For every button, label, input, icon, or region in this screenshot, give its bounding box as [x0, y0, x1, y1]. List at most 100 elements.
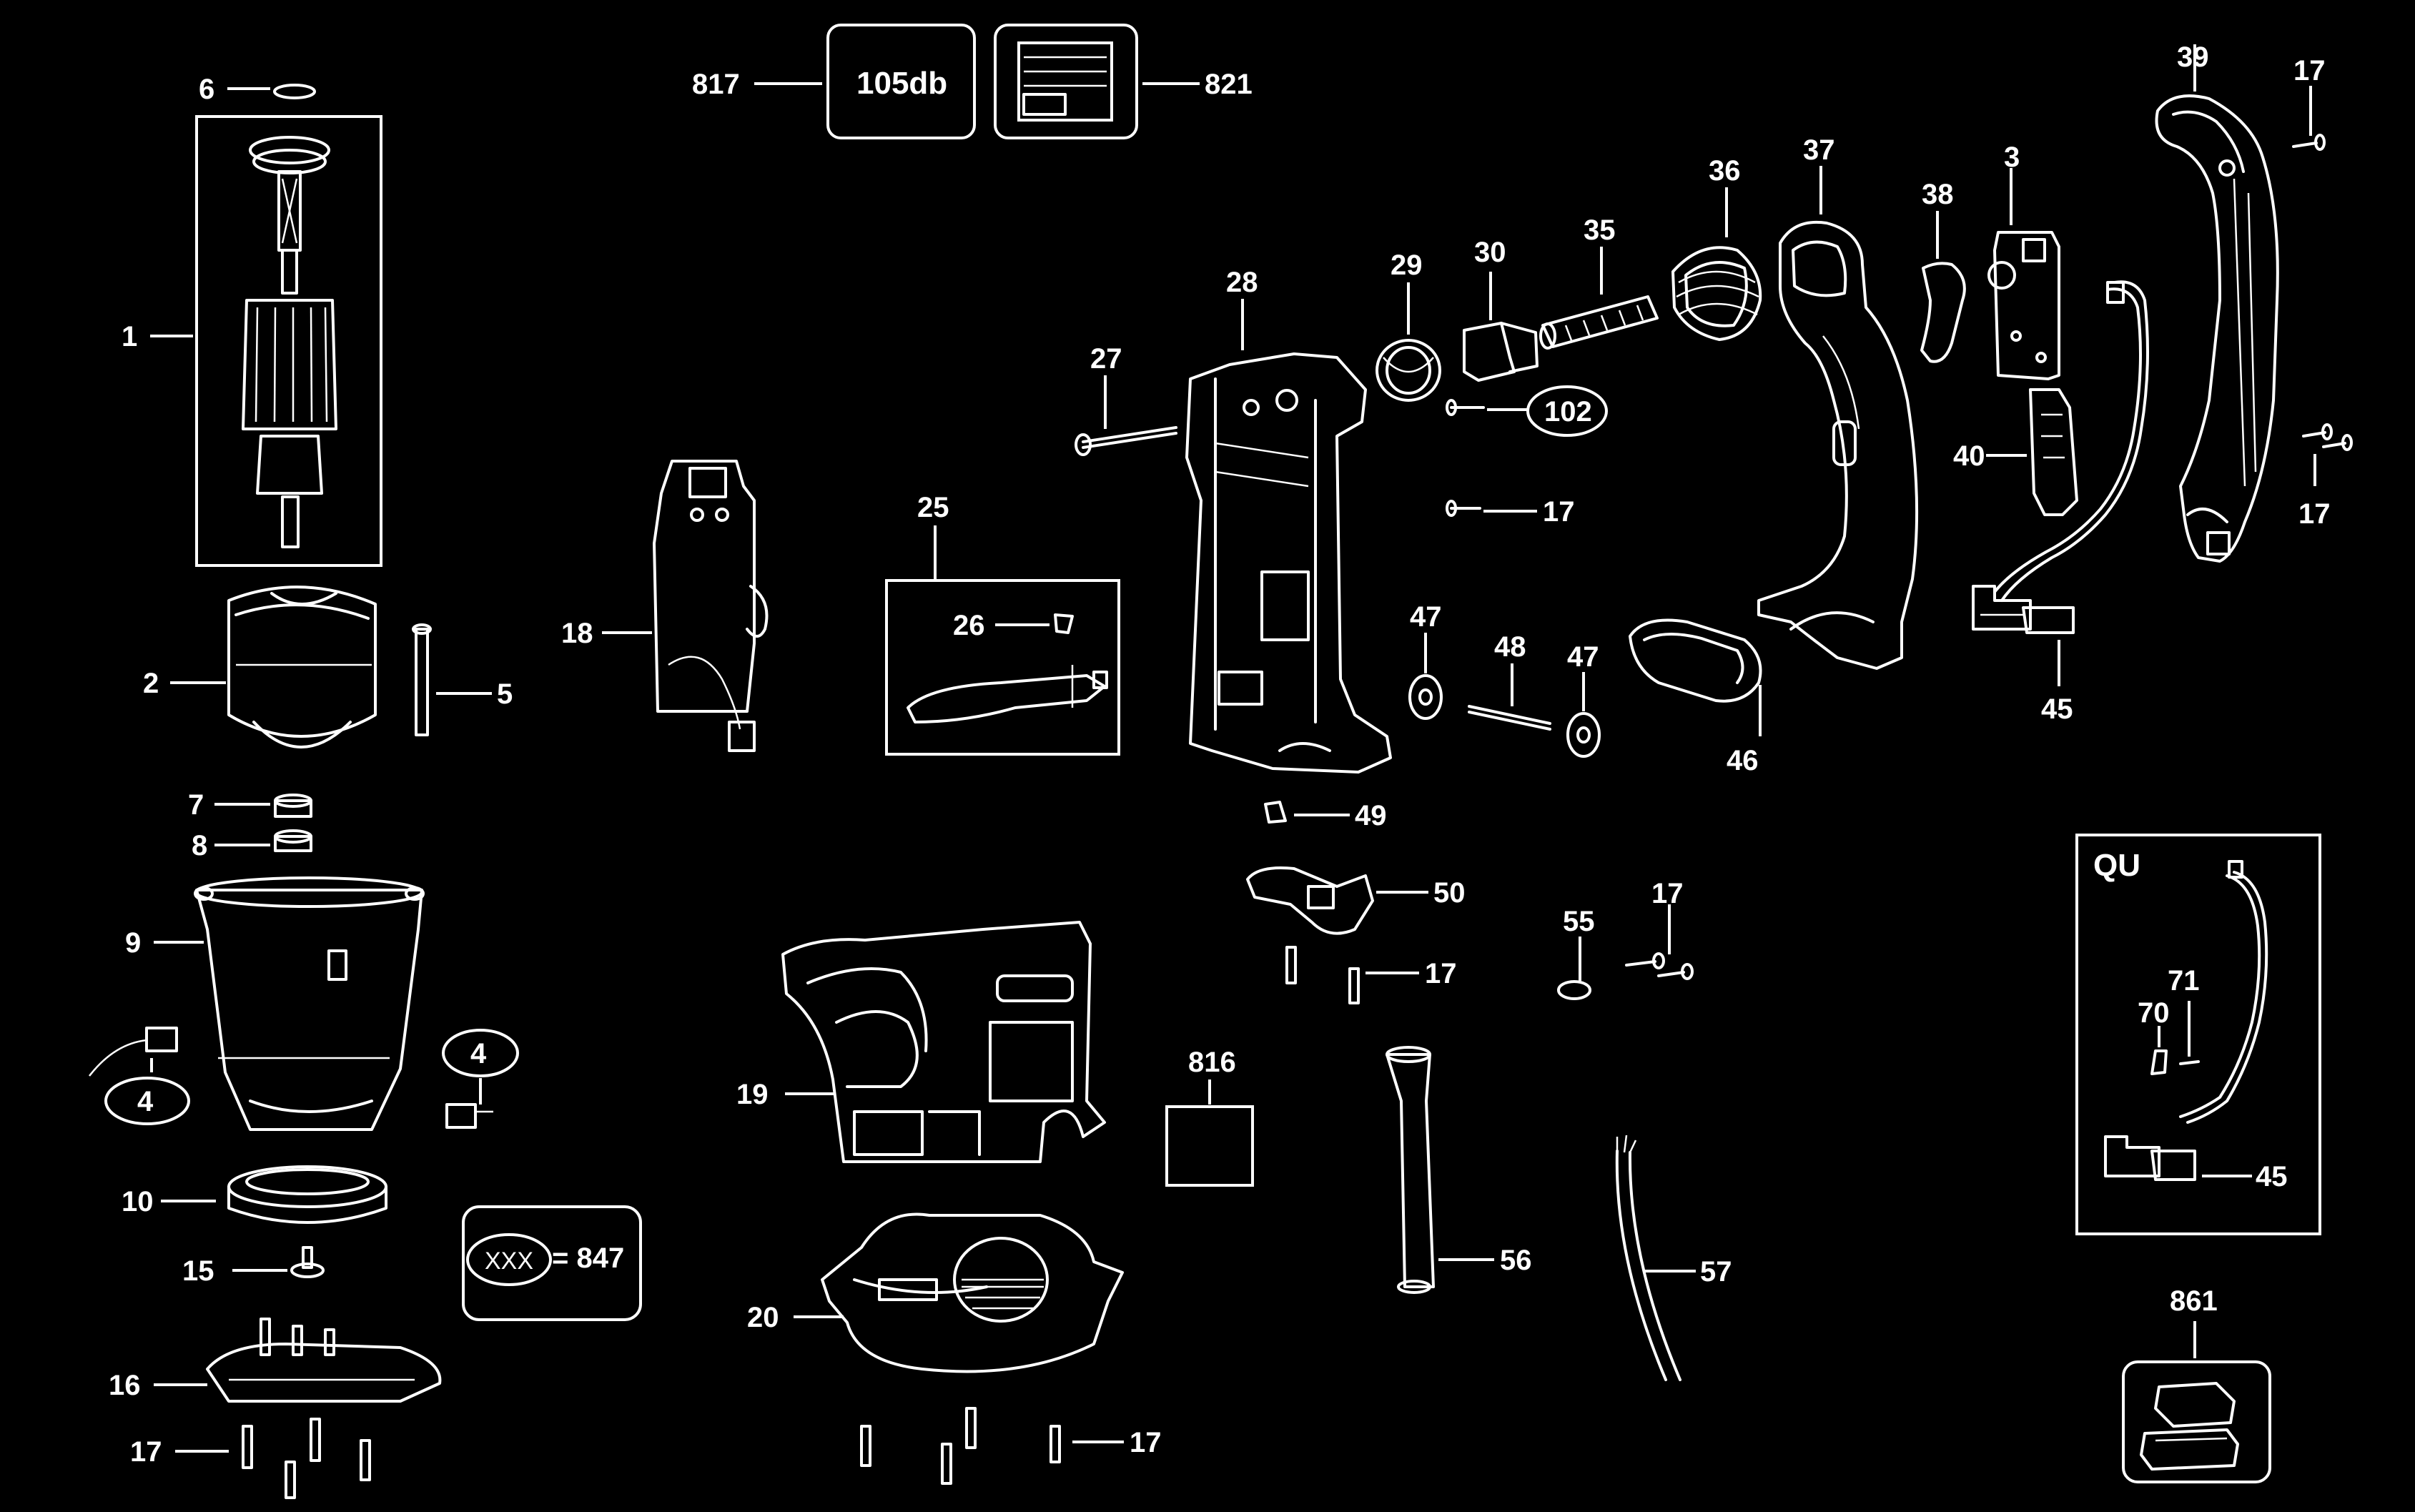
part-7-bearing: 7: [188, 789, 312, 821]
label-25: 25: [917, 492, 949, 523]
part-27-long-screw: 27: [1075, 343, 1177, 456]
part-50-bracket: 50: [1246, 866, 1466, 935]
part-2-field-stator: 2: [143, 585, 377, 748]
label-45a: 45: [2041, 693, 2073, 725]
label-27: 27: [1090, 343, 1122, 375]
label-46: 46: [1727, 745, 1759, 776]
part-4-brush-holder-right: 4: [442, 1029, 519, 1129]
part-48-pin: 48: [1468, 631, 1551, 731]
label-38: 38: [1922, 179, 1954, 210]
part-17-screw-top-right: 17: [2292, 55, 2326, 151]
part-16-baffle-plate: 16: [109, 1318, 442, 1403]
label-17a: 17: [130, 1436, 162, 1468]
label-45b: 45: [2256, 1161, 2288, 1192]
part-17-screws-bottom-left: 17: [130, 1418, 371, 1499]
label-5: 5: [497, 678, 513, 710]
part-57-power-cable: 57: [1615, 1135, 1732, 1381]
label-29: 29: [1391, 249, 1423, 281]
part-6-retaining-ring: 6: [199, 74, 316, 105]
label-39: 39: [2177, 41, 2209, 73]
part-17-screws-right-middle: 17: [1625, 878, 1694, 980]
part-15-screw: 15: [182, 1246, 325, 1287]
label-821: 821: [1205, 69, 1253, 100]
label-18: 18: [561, 618, 593, 649]
label-2: 2: [143, 668, 159, 699]
legend-equals: = 847: [552, 1242, 624, 1274]
part-20-lower-housing: 20: [747, 1212, 1124, 1373]
part-102-screw: 102: [1446, 385, 1608, 437]
label-4b: 4: [470, 1038, 487, 1069]
inset-qu-variant: QU 70 71 45: [2075, 834, 2321, 1235]
label-816: 816: [1188, 1047, 1236, 1078]
label-47b: 47: [1567, 641, 1599, 673]
label-28: 28: [1226, 267, 1258, 298]
part-46-grip-insert: 46: [1629, 618, 1762, 776]
label-36: 36: [1709, 155, 1741, 187]
label-861: 861: [2170, 1285, 2218, 1317]
part-17-screw-middle: 17: [1446, 496, 1575, 528]
part-25-lever-kit: 25: [885, 492, 1120, 756]
label-40: 40: [1953, 440, 1985, 472]
part-17-screws-under-bracket: 17: [1285, 946, 1457, 1004]
label-7: 7: [188, 789, 204, 821]
part-38-trigger: 38: [1920, 179, 1966, 363]
part-56-cord-protector: 56: [1386, 1046, 1532, 1294]
part-1-armature: 1: [122, 115, 382, 567]
legend-box: XXX = 847: [462, 1205, 642, 1321]
label-10: 10: [122, 1186, 154, 1217]
label-37: 37: [1803, 134, 1835, 166]
label-17g: 17: [2298, 498, 2331, 530]
part-816-label: 816: [1165, 1047, 1254, 1187]
part-55-nut: 55: [1557, 906, 1595, 1000]
part-19-gear-housing: 19: [736, 921, 1106, 1163]
label-102: 102: [1544, 396, 1592, 428]
label-17b: 17: [1130, 1427, 1162, 1458]
label-817: 817: [692, 69, 740, 100]
label-9: 9: [125, 927, 141, 959]
part-36-rubber-boot: 36: [1671, 155, 1762, 341]
part-47-bushing-right: 47: [1566, 641, 1601, 758]
inset-title: QU: [2093, 848, 2140, 883]
part-10-bearing-ring: 10: [122, 1165, 387, 1224]
label-6: 6: [199, 74, 214, 105]
label-50: 50: [1433, 877, 1466, 909]
part-26-clip: 26: [953, 610, 1074, 641]
label-47a: 47: [1410, 601, 1442, 633]
part-49-clip: 49: [1264, 800, 1387, 831]
label-4a: 4: [137, 1086, 154, 1117]
label-71: 71: [2168, 965, 2200, 997]
label-48: 48: [1494, 631, 1526, 663]
label-35: 35: [1584, 214, 1616, 246]
label-3: 3: [2004, 142, 2020, 173]
label-17f: 17: [2293, 55, 2326, 87]
part-4-carbon-brush-left: 4: [89, 1027, 190, 1125]
part-861-carry-case: 861: [2122, 1285, 2271, 1483]
label-70: 70: [2138, 997, 2170, 1029]
part-29-spring-ring: 29: [1376, 249, 1441, 402]
part-18-control-board: 18: [561, 460, 769, 752]
label-17e: 17: [1651, 878, 1684, 909]
part-17-screws-center: 17: [860, 1407, 1162, 1485]
part-817-noise-label: 105db 817: [692, 24, 976, 139]
part-47-bushing-left: 47: [1408, 601, 1443, 720]
label-16: 16: [109, 1370, 141, 1401]
part-37-rear-handle: 37: [1757, 134, 1919, 670]
label-17c: 17: [1425, 958, 1457, 989]
part-8-bearing: 8: [192, 829, 312, 861]
label-8: 8: [192, 830, 207, 861]
label-57: 57: [1700, 1256, 1732, 1288]
label-1: 1: [122, 321, 137, 352]
legend-placeholder: XXX: [485, 1247, 533, 1275]
label-20: 20: [747, 1302, 779, 1333]
part-3-switch: 3: [1987, 142, 2060, 380]
part-9-motor-housing: 9: [125, 876, 425, 1131]
label-49: 49: [1355, 800, 1387, 831]
part-39-handle-housing: 39: [2155, 41, 2279, 563]
part-28-main-frame: 28: [1185, 267, 1392, 774]
label-17d: 17: [1543, 496, 1575, 528]
label-55: 55: [1563, 906, 1595, 937]
part-35-threaded-rod: 35: [1539, 214, 1659, 350]
label-26: 26: [953, 610, 985, 641]
